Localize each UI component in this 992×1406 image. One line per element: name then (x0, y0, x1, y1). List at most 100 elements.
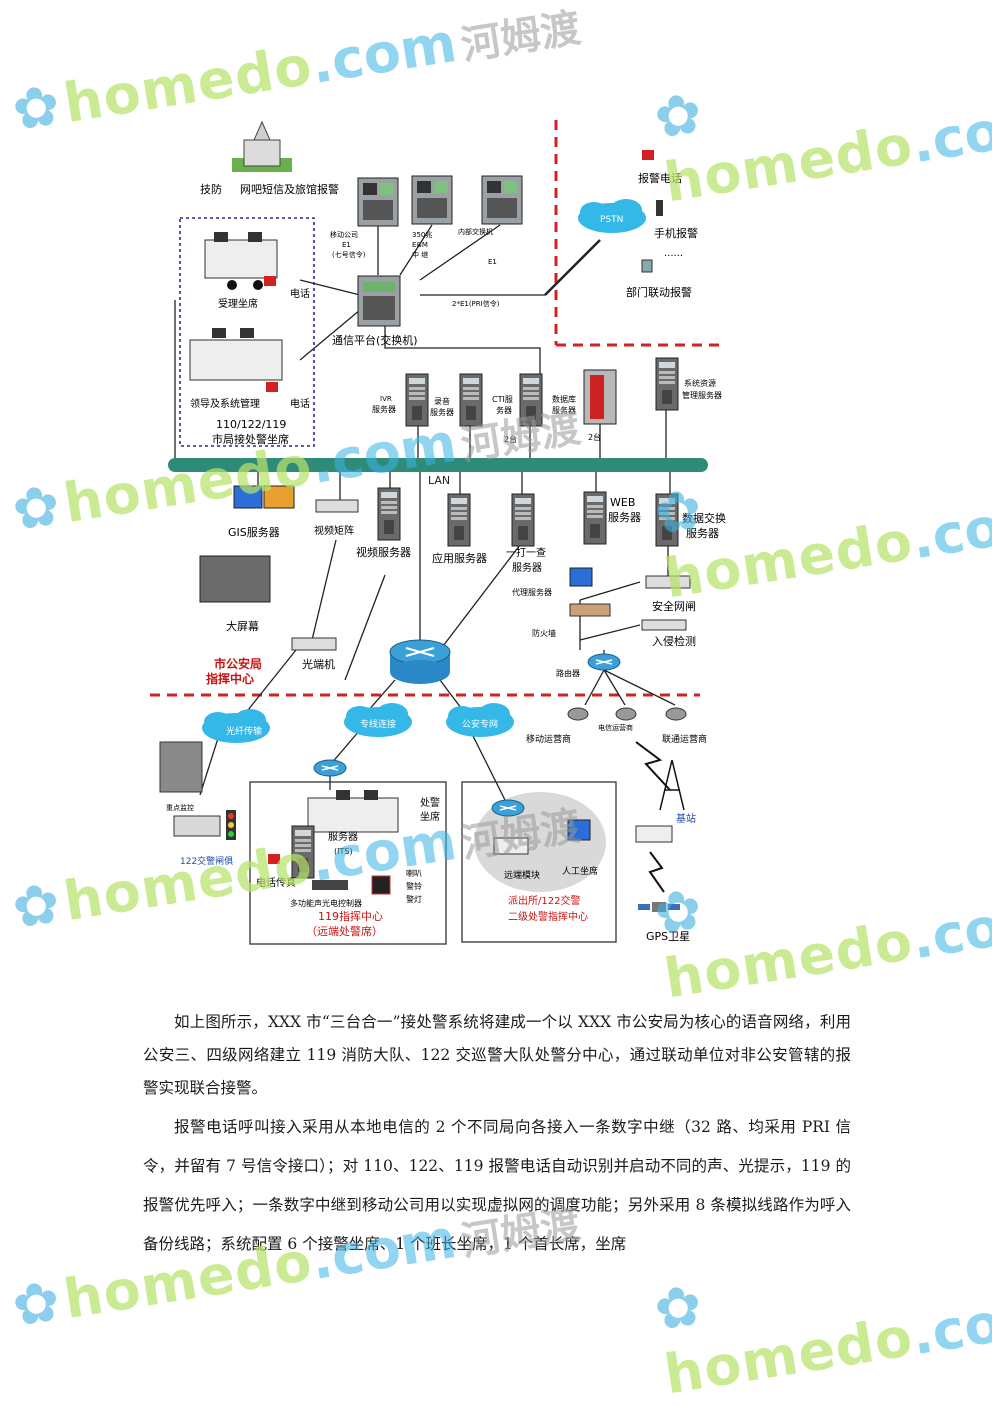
label-base-station: 基站 (676, 812, 696, 825)
gis-pc-icon (233, 485, 295, 509)
label-dx-1: 数据交换 (682, 511, 726, 525)
dept-device-icon (641, 259, 653, 273)
watermark-flower-icon: ✿ (8, 1268, 65, 1341)
label-tech-defense: 技防 (200, 182, 222, 196)
label-remote-module: 远端模块 (504, 869, 540, 881)
onecheck-server-icon (511, 493, 535, 547)
label-onecheck-1: 一打一查 (506, 546, 546, 559)
label-e1: E1 (488, 258, 497, 266)
label-optical-term: 光端机 (302, 657, 335, 671)
label-web-2: 服务器 (608, 511, 641, 524)
mobile-phone-icon (656, 200, 663, 216)
lan-bus (168, 458, 708, 472)
ivr-server-icon (405, 373, 429, 427)
label-phone-1: 电话 (290, 287, 310, 300)
label-em: E&M (412, 241, 428, 249)
optical-terminal-icon (291, 637, 337, 651)
label-speaker-3: 警灯 (406, 894, 422, 904)
label-firewall: 防火墙 (532, 628, 556, 638)
label-manual-seat: 人工坐席 (562, 865, 598, 877)
label-sub-122-1: 派出所/122交警 (508, 894, 580, 907)
label-comm-platform: 通信平台(交换机) (332, 333, 418, 347)
label-internal-switch: 内部交换机 (458, 227, 493, 236)
label-350: 350兆 (412, 230, 432, 239)
web-server-icon (583, 491, 607, 545)
lightning-bolt (635, 741, 671, 791)
label-rec-2: 服务器 (430, 407, 454, 417)
alarm-phone-icon (642, 150, 654, 160)
connection-lines (174, 224, 676, 801)
label-city-police-2: 指挥中心 (206, 671, 254, 686)
gateway-icon (645, 575, 691, 589)
red-phone-icon (264, 276, 276, 286)
label-alarm-phone: 报警电话 (638, 171, 682, 185)
label-mobile-sig: (七号信令) (332, 250, 366, 259)
box-122 (461, 781, 617, 943)
label-accept-seat: 受理坐席 (218, 297, 258, 310)
seat-area-box (179, 217, 315, 447)
patrol-car-icon (635, 825, 673, 843)
label-fiber: 光纤传输 (226, 725, 262, 737)
label-video-matrix: 视频矩阵 (314, 524, 354, 537)
label-router: 路由器 (556, 668, 580, 678)
label-gps: GPS卫星 (646, 930, 690, 943)
sysres-server-icon (655, 357, 679, 411)
label-lan: LAN (428, 474, 450, 487)
firewall-icon (569, 603, 611, 617)
manual-seat-pc-icon (567, 819, 591, 841)
traffic-car-icon (173, 815, 221, 837)
label-db-1: 数据库 (552, 394, 576, 404)
label-remote-119-1: 119指挥中心 (318, 909, 383, 923)
data-exchange-server-icon (655, 493, 679, 547)
leader-desk-icon (189, 328, 283, 381)
monitor-building-icon (159, 741, 203, 793)
label-seats-1: 110/122/119 (216, 418, 286, 431)
label-proxy: 代理服务器 (512, 587, 552, 597)
label-phone-transfer: 电话传真 (256, 876, 296, 889)
label-pstn: PSTN (600, 215, 623, 225)
label-gis: GIS服务器 (228, 526, 280, 539)
label-mobile-op: 移动运营商 (526, 733, 571, 745)
label-speaker-1: 喇叭 (406, 868, 422, 878)
cabinet-internal (481, 175, 523, 225)
remote-area-bg (474, 792, 606, 892)
label-handle-2: 坐席 (420, 810, 440, 823)
watermark-dotcom: .com (907, 1282, 992, 1368)
router-119-icon (313, 759, 347, 777)
label-dots: ...... (664, 248, 683, 259)
label-remote-119-2: （远端处警席） (306, 924, 383, 938)
label-mobile-co: 移动公司 (330, 230, 358, 239)
label-big-screen: 大屏幕 (226, 619, 259, 633)
cabinet-mobile (357, 177, 399, 227)
label-e1pri: 2*E1(PRI信令) (452, 299, 500, 308)
fiber-cloud (202, 709, 270, 743)
core-router-icon (389, 639, 451, 684)
watermark-flower-icon: ✿ (650, 1272, 707, 1345)
traffic-light-icon (226, 810, 236, 840)
label-key-monitor: 重点监控 (166, 803, 194, 812)
label-ivr-1: IVR (380, 395, 392, 403)
label-ids: 入侵检测 (652, 634, 696, 648)
accept-desk-icon (204, 232, 278, 290)
watermark-homedo: homedo (660, 1305, 918, 1406)
network-diagram: LAN 技防 网吧短信及旅馆报警 移动公司 E1 (七号信令) 350兆 E&M… (150, 120, 726, 945)
video-matrix-icon (315, 499, 359, 513)
handle-desk-icon (307, 790, 399, 833)
label-leader-mgmt: 领导及系统管理 (190, 397, 260, 410)
label-handle-1: 处警 (420, 796, 440, 809)
label-db-2: 服务器 (552, 405, 576, 415)
label-two-units-1: 2台 (504, 434, 517, 444)
label-speaker-2: 警铃 (406, 881, 422, 891)
proxy-pc-icon (569, 567, 593, 587)
box-119 (249, 781, 447, 945)
label-dedicated: 专线连接 (360, 718, 396, 730)
label-cti-2: 务器 (496, 405, 512, 415)
label-dx-2: 服务器 (686, 527, 719, 540)
base-station-icon (659, 759, 685, 811)
label-mobile-alarm: 手机报警 (654, 226, 698, 240)
label-traffic-cam: 122交警闸俱 (180, 855, 233, 867)
cti-server-icon (519, 373, 543, 427)
label-two-units-2: 2台 (588, 432, 601, 442)
label-rec-1: 录音 (434, 396, 450, 406)
cabinet-350 (411, 175, 453, 225)
